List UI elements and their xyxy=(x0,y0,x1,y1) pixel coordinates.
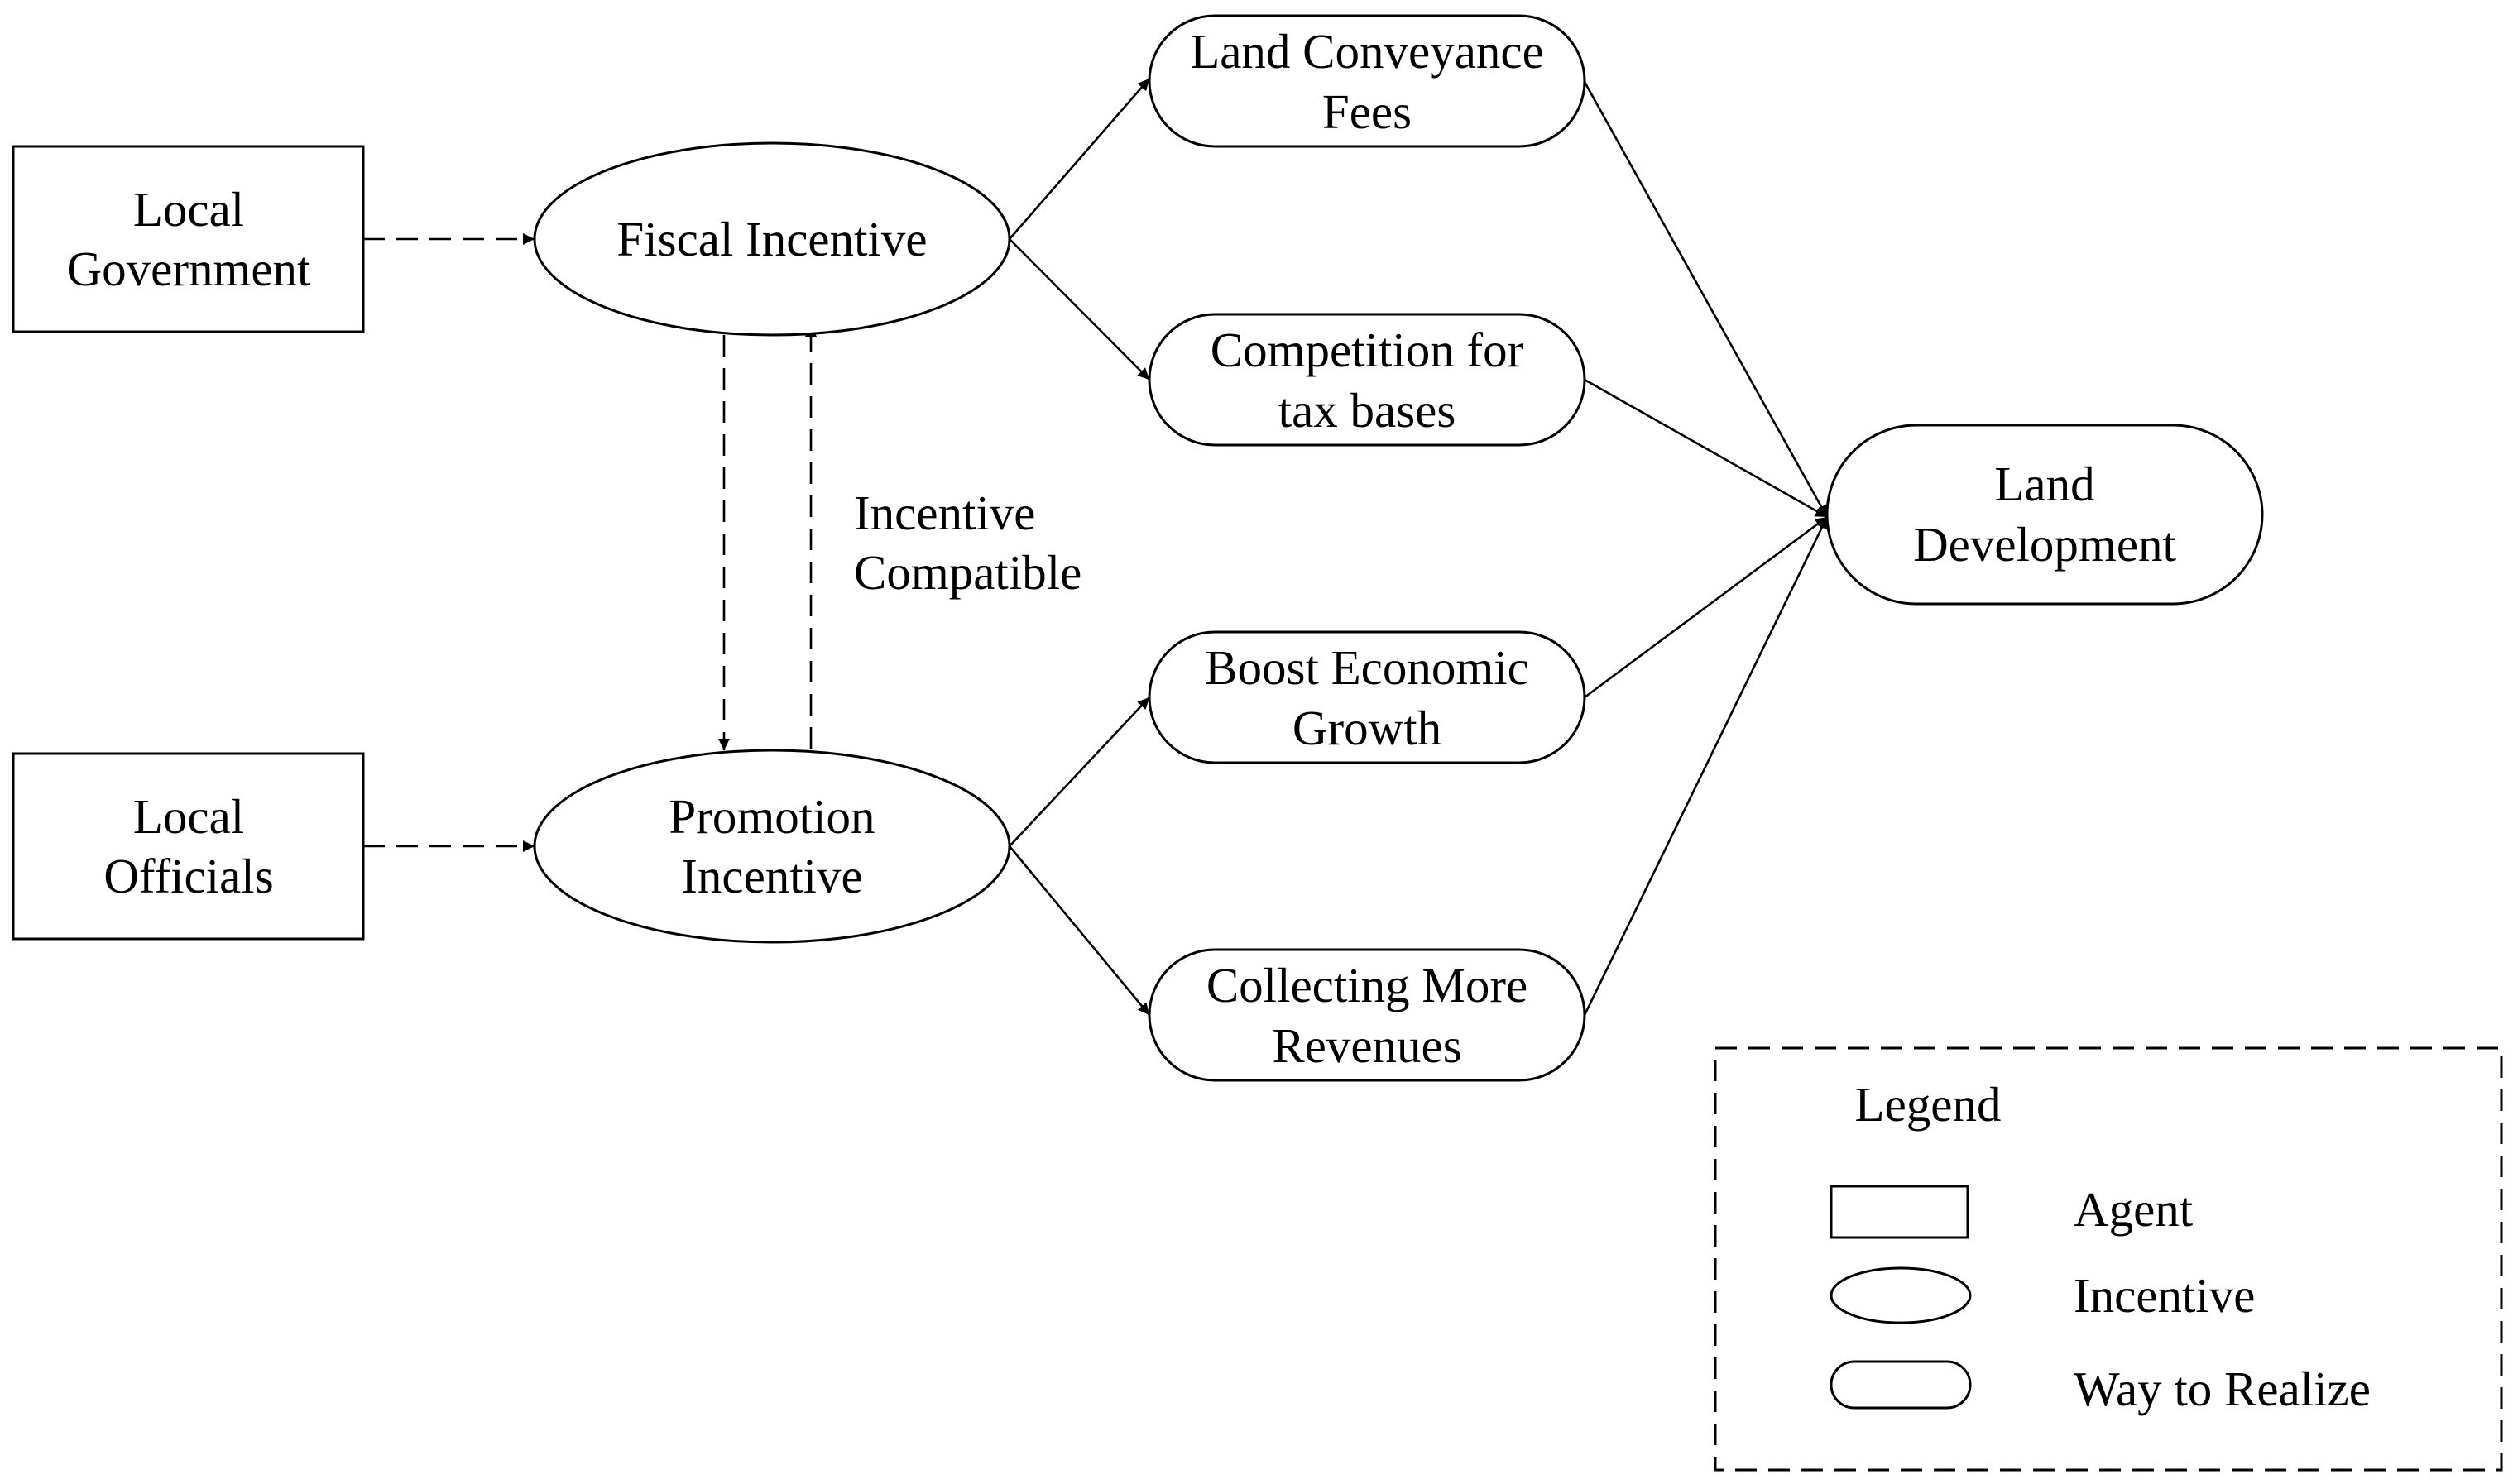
edge-promotion-to-boost-economic-growth xyxy=(1009,697,1150,847)
node-competition-tax-bases: Competition for tax bases xyxy=(1148,313,1586,447)
node-land-conveyance-fees-label-line2: Fees xyxy=(1322,84,1412,139)
edge-fiscal-to-land-conveyance-fees xyxy=(1009,78,1150,240)
edge-land-conveyance-fees-to-land-development xyxy=(1583,81,1829,518)
edge-promotion-to-collecting-more-revenues xyxy=(1008,845,1151,1016)
node-land-conveyance-fees-label-line1: Land Conveyance xyxy=(1190,24,1544,79)
edge-fiscal-to-competition-tax-bases xyxy=(1009,238,1150,381)
edge-collecting-more-revenues-to-land-development xyxy=(1583,516,1829,1016)
legend-agent-swatch xyxy=(1830,1185,1969,1239)
edge-competition-tax-bases-to-land-development xyxy=(1584,378,1828,519)
node-local-officials: Local Officials xyxy=(12,752,365,941)
legend: Legend Agent Incentive Way to Realize xyxy=(1714,1046,2503,1472)
node-land-development-label-line1: Land xyxy=(1994,457,2094,511)
node-land-development-label-line2: Development xyxy=(1913,517,2176,572)
legend-agent-label: Agent xyxy=(2074,1182,2194,1237)
node-fiscal-incentive-label: Fiscal Incentive xyxy=(616,212,927,266)
edges xyxy=(363,78,1829,1016)
node-boost-economic-growth-label-line2: Growth xyxy=(1292,701,1441,755)
node-boost-economic-growth: Boost Economic Growth xyxy=(1148,630,1586,764)
edge-boost-economic-growth-to-land-development xyxy=(1584,515,1828,699)
incentive-compatible-label-line2: Compatible xyxy=(854,545,1081,600)
node-local-government-label-line1: Local xyxy=(133,182,244,237)
legend-way-to-realize-swatch xyxy=(1830,1360,1972,1410)
node-promotion-incentive: Promotion Incentive xyxy=(533,749,1011,944)
node-land-conveyance-fees: Land Conveyance Fees xyxy=(1148,14,1586,148)
node-local-officials-label-line1: Local xyxy=(133,789,244,844)
legend-way-to-realize-label: Way to Realize xyxy=(2074,1362,2371,1416)
node-competition-tax-bases-label-line2: tax bases xyxy=(1278,383,1456,438)
node-local-government-label-line2: Government xyxy=(67,242,312,296)
node-collecting-more-revenues-label-line1: Collecting More xyxy=(1206,958,1527,1012)
node-promotion-incentive-label-line1: Promotion xyxy=(669,789,875,844)
node-local-officials-label-line2: Officials xyxy=(103,849,273,903)
node-collecting-more-revenues-label-line2: Revenues xyxy=(1272,1018,1461,1073)
node-boost-economic-growth-label-line1: Boost Economic xyxy=(1205,640,1529,695)
node-land-development: Land Development xyxy=(1825,424,2264,606)
node-promotion-incentive-label-line2: Incentive xyxy=(681,849,863,903)
node-collecting-more-revenues: Collecting More Revenues xyxy=(1148,948,1586,1082)
node-fiscal-incentive: Fiscal Incentive xyxy=(533,141,1011,337)
incentive-compatible-label-line1: Incentive xyxy=(854,486,1036,540)
legend-incentive-label: Incentive xyxy=(2074,1268,2256,1323)
node-local-government: Local Government xyxy=(12,145,365,333)
legend-incentive-swatch xyxy=(1830,1266,1972,1324)
legend-frame xyxy=(1714,1046,2503,1472)
legend-title: Legend xyxy=(1855,1077,2002,1132)
incentive-compatible-annotation: Incentive Compatible xyxy=(854,486,1081,600)
node-competition-tax-bases-label-line1: Competition for xyxy=(1211,323,1524,377)
